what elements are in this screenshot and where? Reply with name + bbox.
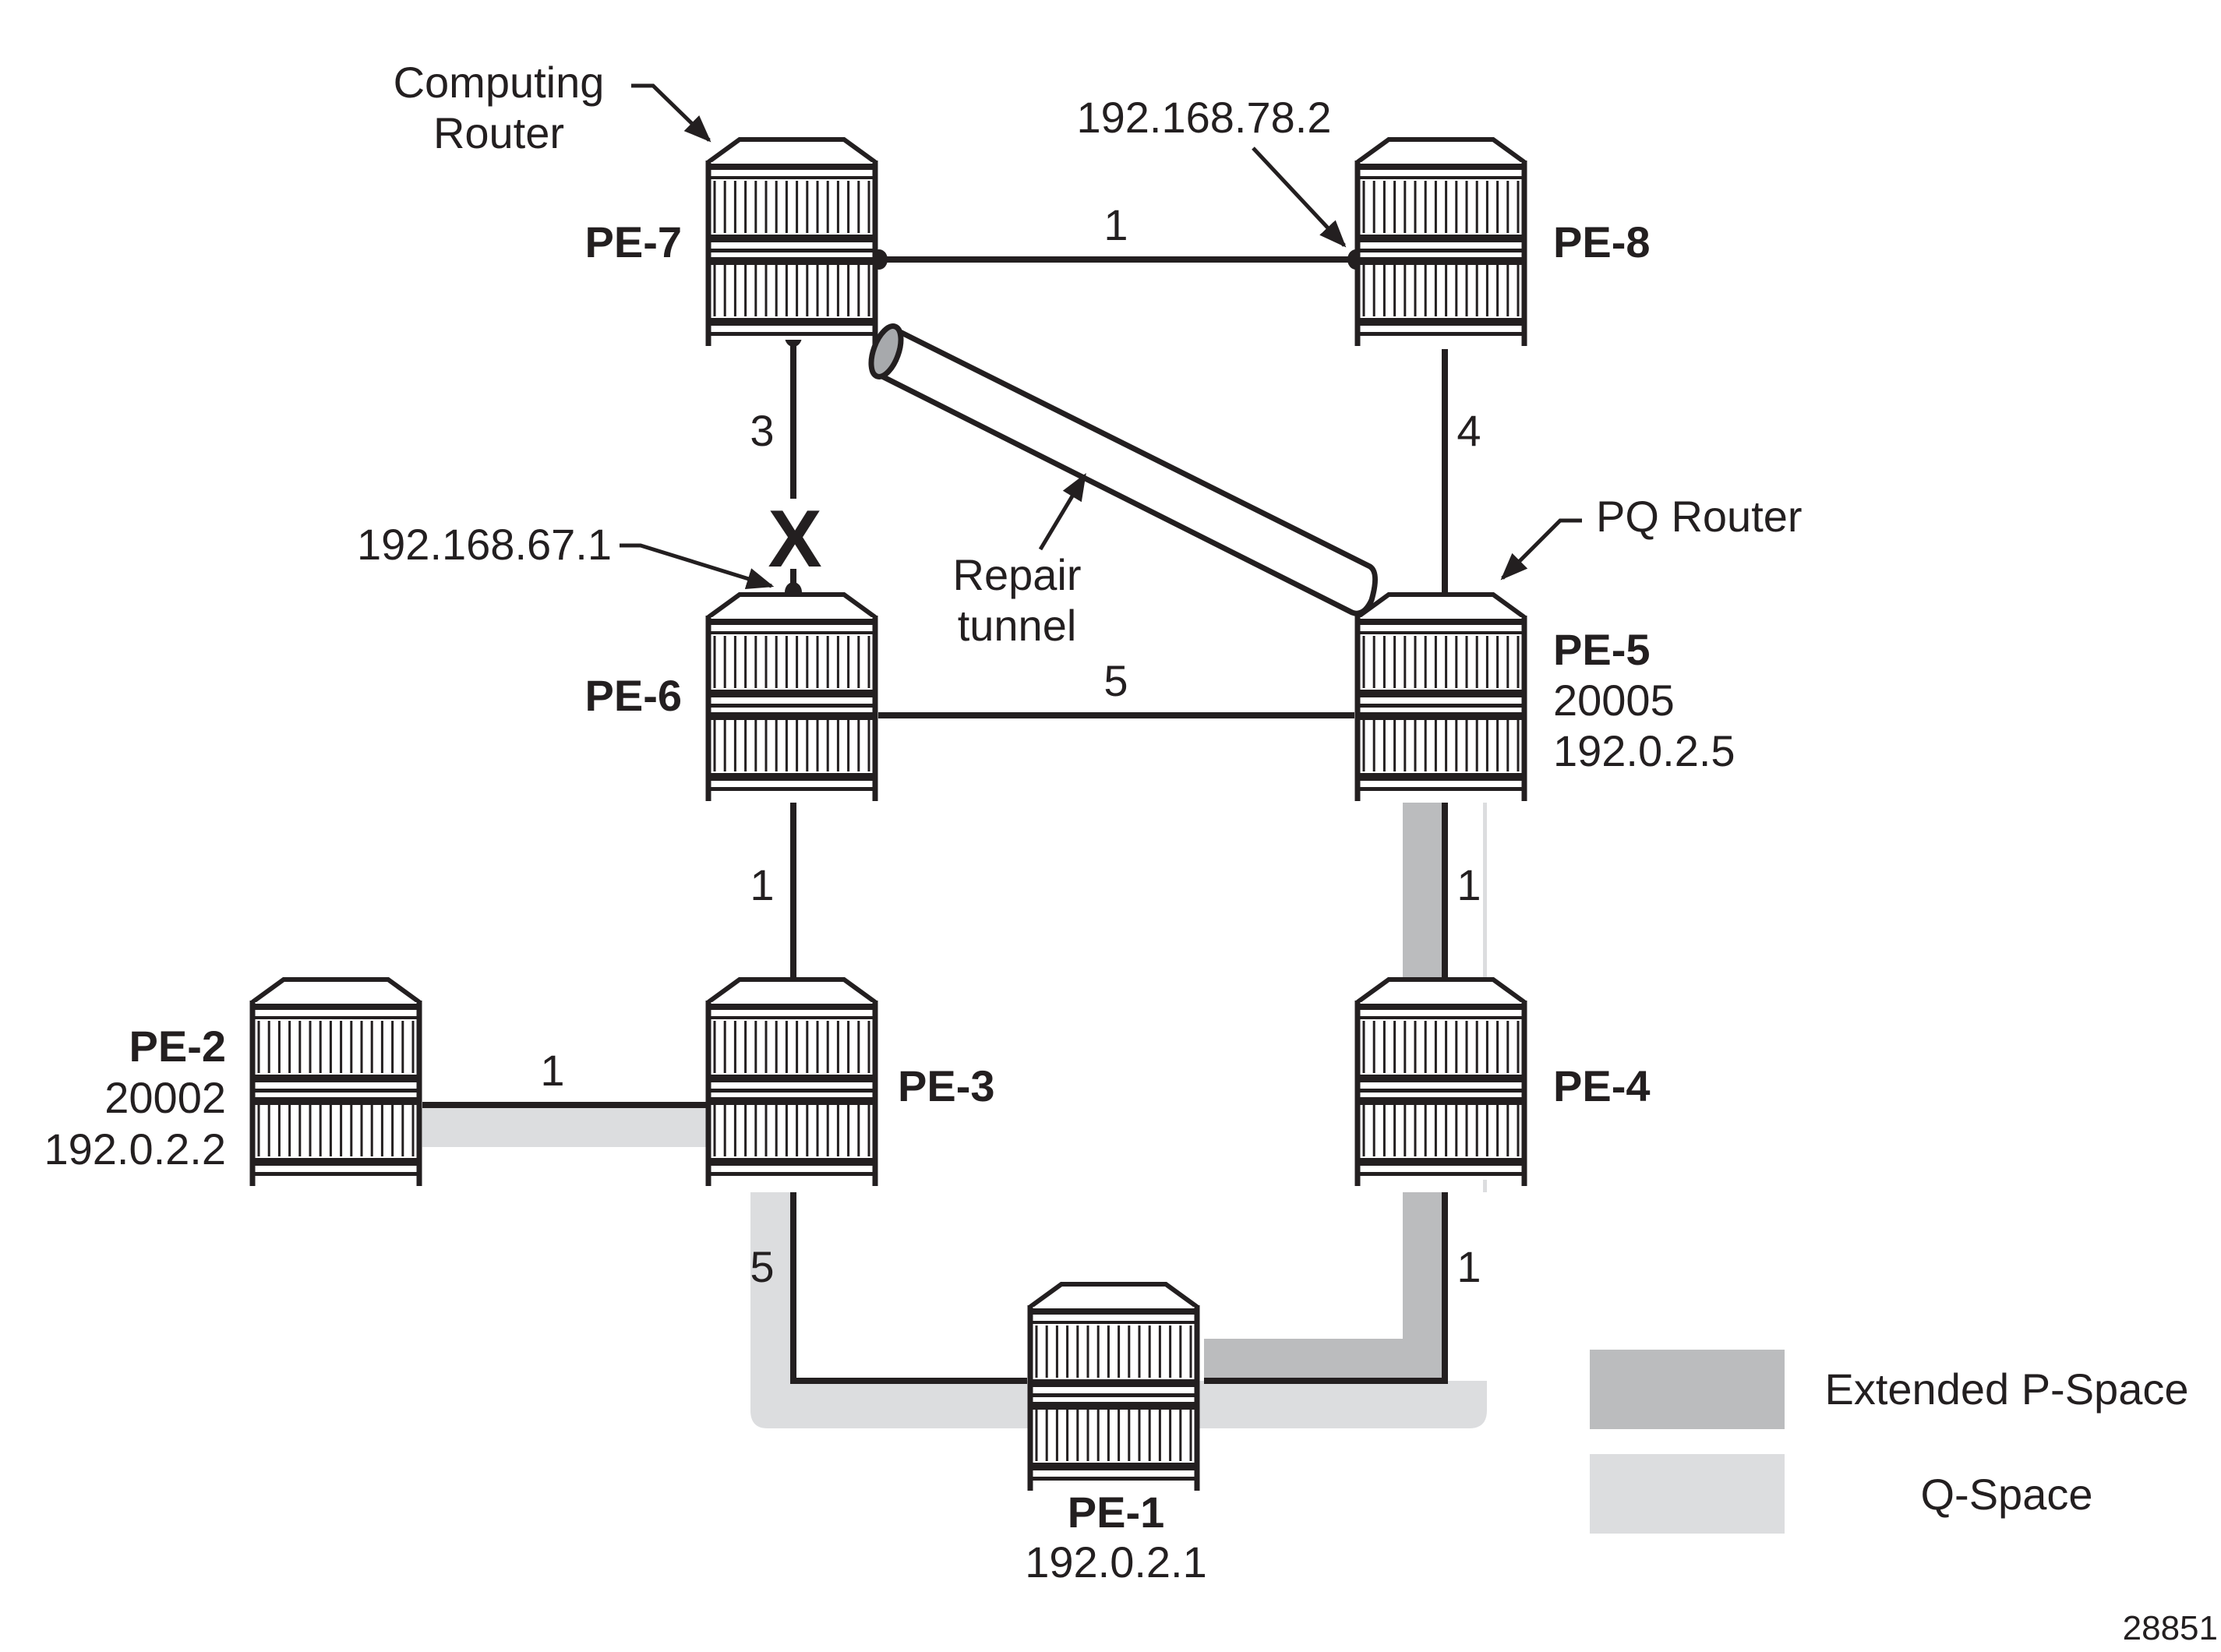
label-pe3: PE-3 <box>898 1061 995 1110</box>
router-cap <box>1356 977 1526 1004</box>
pq-router-arrow <box>1500 518 1582 581</box>
legend: Extended P-Space Q-Space <box>1590 1350 2188 1534</box>
label-pe7: PE-7 <box>585 217 683 267</box>
metric-pe6-pe5: 5 <box>1103 656 1128 705</box>
label-pe1: PE-1 <box>1068 1488 1165 1537</box>
pq-router-label: PQ Router <box>1596 492 1803 541</box>
metric-pe4-pe1: 1 <box>1457 1242 1481 1291</box>
router-pe7[interactable] <box>705 137 878 346</box>
router-chassis-icon <box>705 616 878 801</box>
router-chassis-icon <box>1354 616 1527 801</box>
repair-tunnel-arrow <box>1038 472 1087 551</box>
router-cap <box>1356 592 1526 620</box>
label-pe2-sid: 20002 <box>104 1073 226 1122</box>
extended-p-space-region <box>1204 803 1445 1381</box>
metric-pe5-pe4: 1 <box>1457 860 1481 909</box>
router-pe5[interactable] <box>1354 592 1527 801</box>
link-failure-mark: X <box>768 494 821 584</box>
router-chassis-icon <box>249 1001 422 1186</box>
link-pe3-pe1[interactable] <box>790 1192 1027 1384</box>
q-space-band-pe2-pe3 <box>422 1107 707 1147</box>
label-pe2-ip: 192.0.2.2 <box>44 1124 226 1174</box>
router-pe8[interactable] <box>1354 137 1527 346</box>
links <box>422 256 1448 1384</box>
router-pe1[interactable] <box>1027 1282 1200 1491</box>
router-cap <box>1029 1282 1199 1309</box>
label-pe5-ip: 192.0.2.5 <box>1553 726 1735 775</box>
metric-pe2-pe3: 1 <box>540 1046 564 1095</box>
repair-tunnel-label-line1: Repair <box>953 550 1082 599</box>
router-chassis-icon <box>1027 1305 1200 1491</box>
repair-tunnel-label-line2: tunnel <box>958 601 1077 650</box>
legend-label-q-space: Q-Space <box>1921 1470 2093 1519</box>
legend-label-extended-p-space: Extended P-Space <box>1825 1364 2189 1414</box>
router-labels: PE-7 PE-8 PE-6 PE-5 20005 192.0.2.5 PE-3… <box>44 217 1735 1587</box>
repair-tunnel[interactable] <box>865 323 1378 616</box>
router-pe3[interactable] <box>705 977 878 1186</box>
ip-pe6-label: 192.168.67.1 <box>357 520 612 569</box>
computing-router-label-line2: Router <box>433 108 564 157</box>
metric-pe8-pe5: 4 <box>1457 406 1481 455</box>
legend-swatch-q-space <box>1590 1454 1785 1534</box>
annotations: Computing Router 192.168.78.2 192.168.67… <box>357 58 1803 650</box>
label-pe4: PE-4 <box>1553 1061 1651 1110</box>
p-space-band-pe4-pe1 <box>1204 1192 1445 1381</box>
router-chassis-icon <box>705 161 878 346</box>
link-pe4-pe1[interactable] <box>1204 1192 1448 1384</box>
router-cap <box>251 977 421 1004</box>
label-pe5: PE-5 <box>1553 625 1651 674</box>
figure-id: 28851 <box>2123 1609 2218 1647</box>
router-pe6[interactable] <box>705 592 878 801</box>
legend-swatch-extended-p-space <box>1590 1350 1785 1429</box>
ip-pe8-label: 192.168.78.2 <box>1077 93 1332 142</box>
router-cap <box>1356 137 1526 164</box>
computing-router-label-line1: Computing <box>394 58 605 107</box>
router-pe4[interactable] <box>1354 977 1527 1186</box>
router-chassis-icon <box>1354 161 1527 346</box>
router-chassis-icon <box>705 1001 878 1186</box>
metric-pe7-pe8: 1 <box>1103 200 1128 249</box>
q-space-region <box>422 803 1487 1428</box>
router-cap <box>707 137 877 164</box>
label-pe5-sid: 20005 <box>1553 676 1675 725</box>
link-metrics: 1 3 4 5 1 1 1 5 1 <box>540 200 1481 1291</box>
metric-pe6-pe3: 1 <box>750 860 774 909</box>
router-chassis-icon <box>1354 1001 1527 1186</box>
router-cap <box>707 977 877 1004</box>
ip-pe8-arrow <box>1252 146 1347 248</box>
router-pe2[interactable] <box>249 977 422 1186</box>
label-pe2: PE-2 <box>129 1022 227 1071</box>
metric-pe7-pe6: 3 <box>750 406 774 455</box>
label-pe6: PE-6 <box>585 671 683 720</box>
computing-router-arrow <box>631 83 711 143</box>
failure-x-icon: X <box>768 494 821 584</box>
router-cap <box>707 592 877 620</box>
ip-pe6-arrow <box>620 543 775 590</box>
label-pe1-ip: 192.0.2.1 <box>1025 1537 1207 1587</box>
p-space-band-pe5-pe4 <box>1403 803 1445 977</box>
repair-tunnel-opening <box>868 323 904 379</box>
routers <box>249 137 1527 1491</box>
label-pe8: PE-8 <box>1553 217 1651 267</box>
repair-tunnel-body <box>874 325 1378 616</box>
metric-pe3-pe1: 5 <box>750 1242 774 1291</box>
